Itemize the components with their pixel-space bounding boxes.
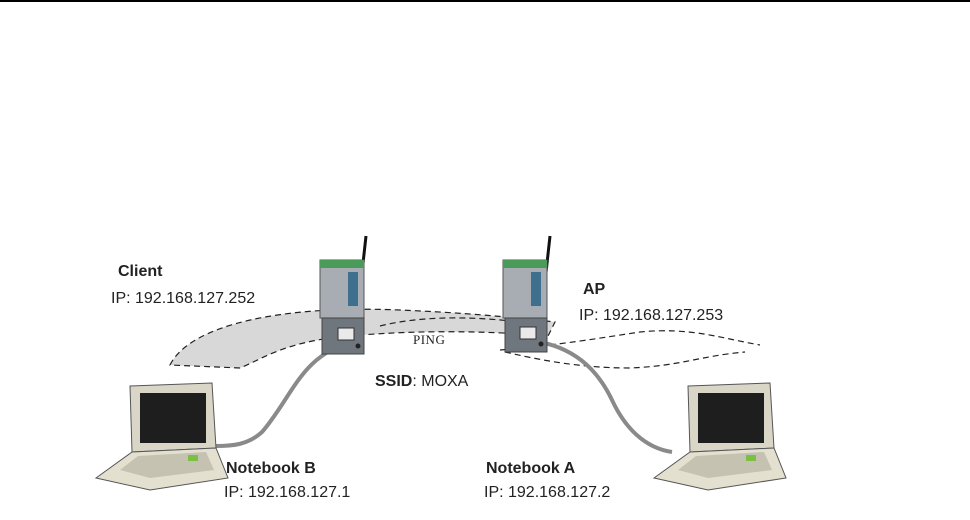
notebook-a-icon [654, 383, 786, 490]
notebook-b-title: Notebook B [226, 459, 316, 478]
ap-title: AP [583, 280, 605, 299]
client-device-icon [320, 236, 366, 354]
notebook-b-icon [96, 383, 228, 490]
ap-device-icon [503, 236, 550, 352]
notebook-a-ip: IP: 192.168.127.2 [484, 483, 610, 502]
ap-ip: IP: 192.168.127.253 [579, 306, 723, 325]
ssid-label: SSID: MOXA [375, 372, 468, 391]
ssid-value: : MOXA [412, 373, 468, 390]
client-title: Client [118, 262, 162, 281]
ssid-key: SSID [375, 373, 412, 390]
client-ip: IP: 192.168.127.252 [111, 289, 255, 308]
notebook-b-ip: IP: 192.168.127.1 [224, 483, 350, 502]
notebook-a-title: Notebook A [486, 459, 575, 478]
cable-ap-notebook-a [540, 342, 672, 452]
ping-label: PING [413, 332, 445, 348]
